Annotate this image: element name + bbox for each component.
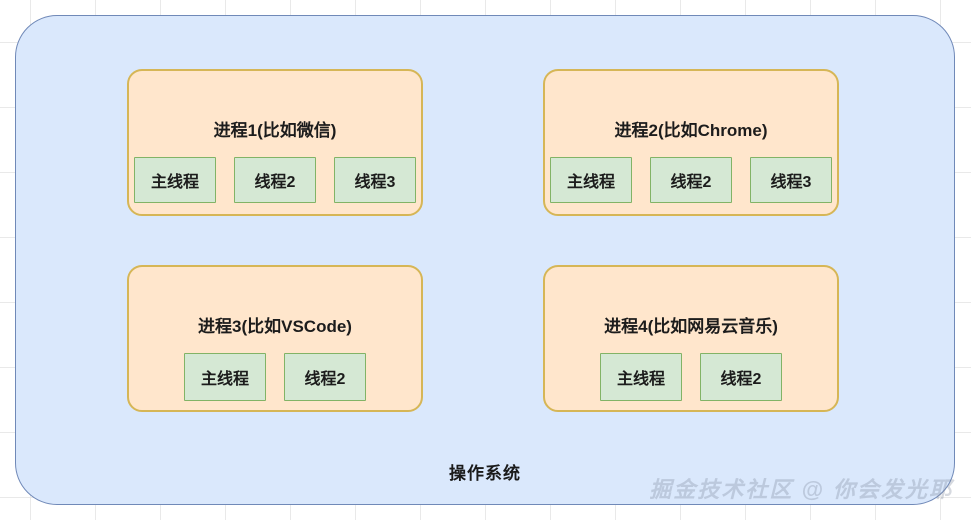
process-title: 进程3(比如VSCode)	[198, 317, 352, 336]
process-title: 进程2(比如Chrome)	[614, 121, 768, 140]
thread-box-2[interactable]: 线程2	[700, 353, 782, 401]
thread-box-2[interactable]: 线程2	[284, 353, 366, 401]
process-box-2[interactable]: 进程2(比如Chrome) 主线程 线程2 线程3	[543, 69, 839, 216]
thread-box-main[interactable]: 主线程	[550, 157, 632, 203]
process-box-4[interactable]: 进程4(比如网易云音乐) 主线程 线程2	[543, 265, 839, 412]
process-box-3[interactable]: 进程3(比如VSCode) 主线程 线程2	[127, 265, 423, 412]
thread-box-3[interactable]: 线程3	[750, 157, 832, 203]
thread-box-2[interactable]: 线程2	[650, 157, 732, 203]
thread-box-main[interactable]: 主线程	[600, 353, 682, 401]
operating-system-label: 操作系统	[449, 464, 521, 483]
thread-row: 主线程 线程2	[545, 353, 837, 401]
process-box-1[interactable]: 进程1(比如微信) 主线程 线程2 线程3	[127, 69, 423, 216]
thread-row: 主线程 线程2 线程3	[129, 157, 421, 203]
thread-box-main[interactable]: 主线程	[184, 353, 266, 401]
thread-box-main[interactable]: 主线程	[134, 157, 216, 203]
process-title: 进程1(比如微信)	[213, 121, 337, 140]
thread-row: 主线程 线程2 线程3	[545, 157, 837, 203]
thread-box-3[interactable]: 线程3	[334, 157, 416, 203]
thread-row: 主线程 线程2	[129, 353, 421, 401]
process-title: 进程4(比如网易云音乐)	[604, 317, 778, 336]
thread-box-2[interactable]: 线程2	[234, 157, 316, 203]
operating-system-container: 进程1(比如微信) 主线程 线程2 线程3 进程2(比如Chrome) 主线程 …	[15, 15, 955, 505]
